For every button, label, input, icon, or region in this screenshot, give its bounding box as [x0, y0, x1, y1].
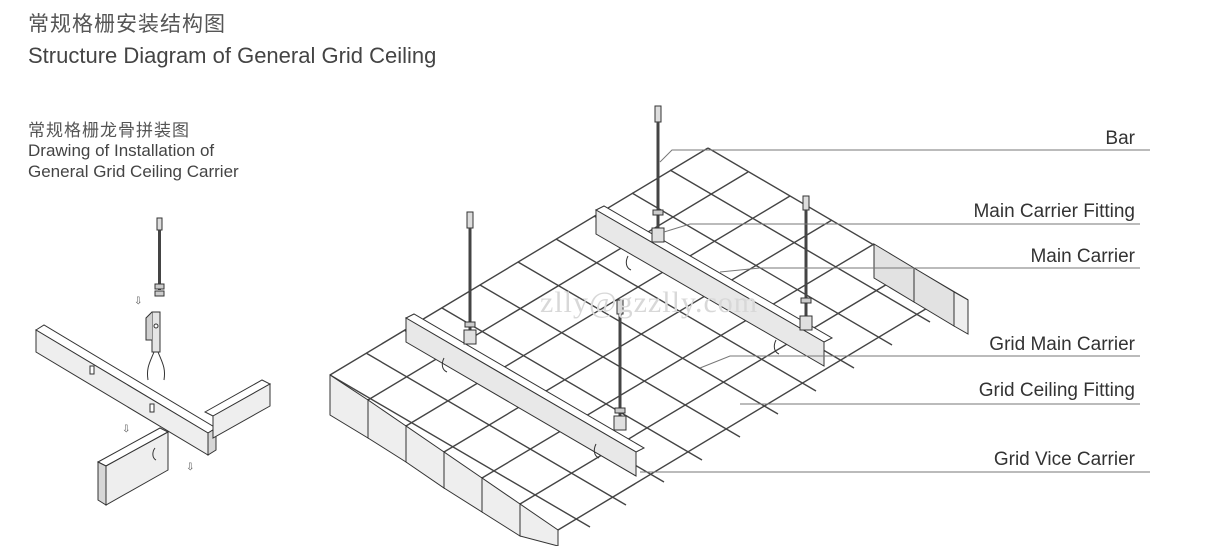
leader-grid-main-carrier	[699, 355, 1140, 369]
bar-3	[464, 211, 476, 334]
carrier-fittings	[441, 227, 813, 459]
grid-ceiling-drawing	[329, 105, 969, 546]
subtitle-cn: 常规格栅龙骨拼装图	[28, 121, 190, 140]
leader-bar	[659, 149, 1150, 163]
carrier-assembly-drawing: ⇩ ⇩ ⇩	[35, 217, 272, 506]
svg-text:⇩: ⇩	[134, 296, 142, 307]
label-grid-vice-carrier: Grid Vice Carrier	[993, 449, 1135, 470]
bar-1	[652, 105, 664, 238]
bar-2	[800, 195, 812, 320]
suspension-bars	[464, 105, 812, 420]
label-main-carrier: Main Carrier	[1030, 246, 1135, 267]
threaded-rod-small	[154, 217, 165, 297]
page-title-cn: 常规格栅安装结构图	[28, 13, 226, 36]
svg-text:⇩: ⇩	[186, 462, 194, 473]
leader-lines	[640, 149, 1150, 473]
grid-main-carrier-set	[329, 147, 955, 531]
label-grid-main-carrier: Grid Main Carrier	[989, 334, 1135, 355]
hanger-fitting-small	[145, 311, 165, 381]
lower-carrier-small	[96, 427, 170, 506]
page-title-en: Structure Diagram of General Grid Ceilin…	[28, 43, 437, 68]
label-main-carrier-fitting: Main Carrier Fitting	[973, 201, 1135, 222]
label-grid-ceiling-fitting: Grid Ceiling Fitting	[978, 380, 1135, 401]
leader-main-carrier-fitting	[663, 223, 1140, 233]
cross-carrier-small	[203, 379, 272, 439]
grid-blade-edges	[329, 243, 969, 546]
svg-text:⇩: ⇩	[122, 424, 130, 435]
main-carrier-small	[35, 324, 217, 456]
bar-4	[614, 299, 626, 420]
leader-main-carrier	[719, 267, 1140, 273]
subtitle-en-line2: General Grid Ceiling Carrier	[28, 162, 239, 181]
label-bar: Bar	[1105, 128, 1135, 149]
subtitle-en-line1: Drawing of Installation of	[28, 141, 215, 160]
watermark: zlly@gzzlly.com	[540, 286, 759, 319]
